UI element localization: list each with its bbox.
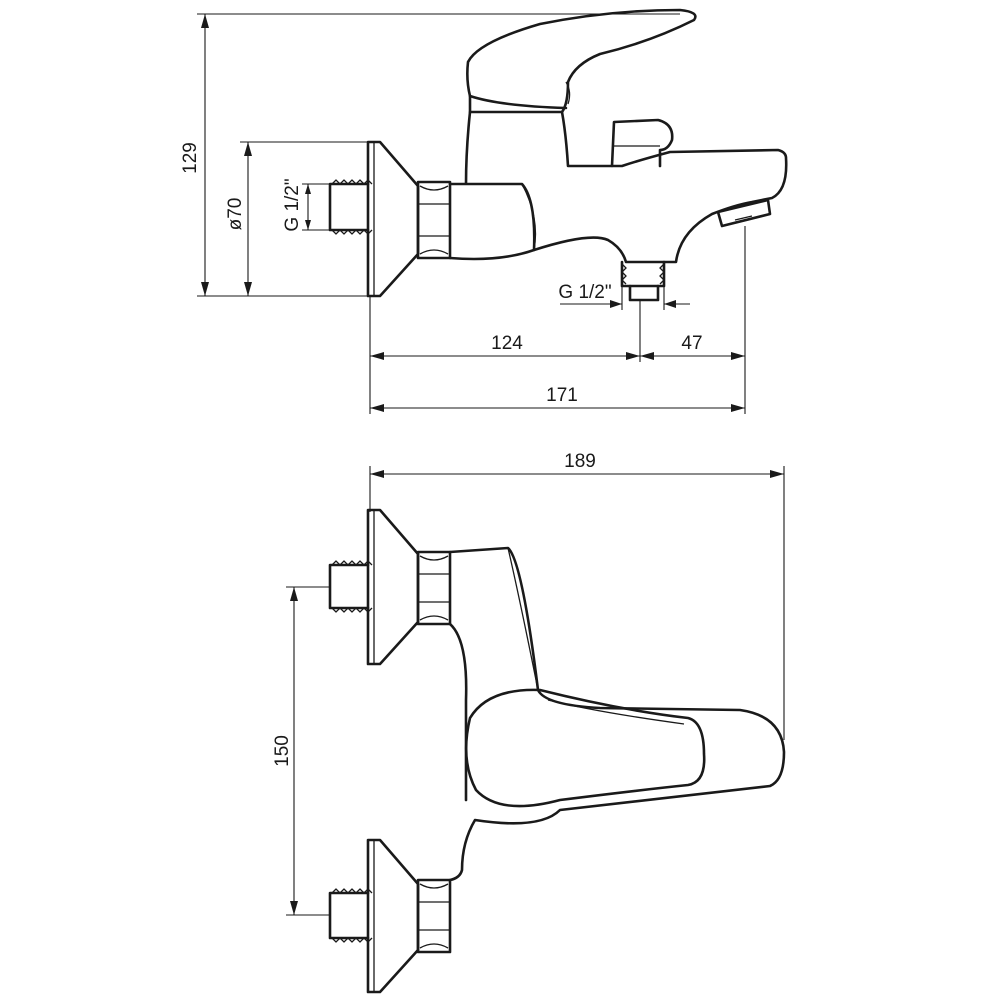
wall-rosette-side	[366, 140, 420, 298]
dimension-outlet-spout-label: 47	[681, 333, 702, 354]
dimension-total-width: 189	[369, 451, 785, 740]
top-view: 189 150	[272, 451, 786, 994]
diverter-knob-side	[610, 118, 674, 168]
mixer-body-top	[448, 546, 786, 882]
hex-nut-side	[416, 180, 452, 260]
dimension-diameter: ø70	[225, 141, 368, 297]
mixer-body-side	[448, 110, 788, 264]
wall-rosette-top-upper	[328, 508, 452, 666]
dimension-total-depth-label: 171	[546, 385, 578, 406]
handle-lever-side	[466, 8, 697, 114]
dimension-outlet-thread-label: G 1/2"	[558, 282, 611, 303]
inlet-thread-side	[328, 179, 373, 235]
dimension-height: 129	[180, 13, 680, 297]
dimension-outlet-thread: G 1/2"	[558, 282, 690, 310]
side-view: 129 ø70 G 1/2" G 1/2"	[180, 8, 788, 414]
handle-lever-top	[464, 688, 706, 808]
outlet-thread-side	[620, 260, 666, 302]
dimension-depth-outlet-label: 124	[491, 333, 523, 354]
wall-rosette-top-lower	[328, 838, 452, 994]
dimension-diameter-label: ø70	[225, 198, 246, 231]
dimension-height-label: 129	[180, 142, 201, 174]
dimension-depths: 124 47 171	[369, 226, 746, 414]
dimension-inlet-spacing: 150	[272, 586, 330, 916]
dimension-inlet-thread-label: G 1/2"	[282, 178, 303, 231]
dimension-total-width-label: 189	[564, 451, 596, 472]
spout-aerator-side	[716, 198, 772, 228]
dimension-inlet-thread: G 1/2"	[282, 178, 330, 232]
dimension-inlet-spacing-label: 150	[272, 735, 293, 767]
